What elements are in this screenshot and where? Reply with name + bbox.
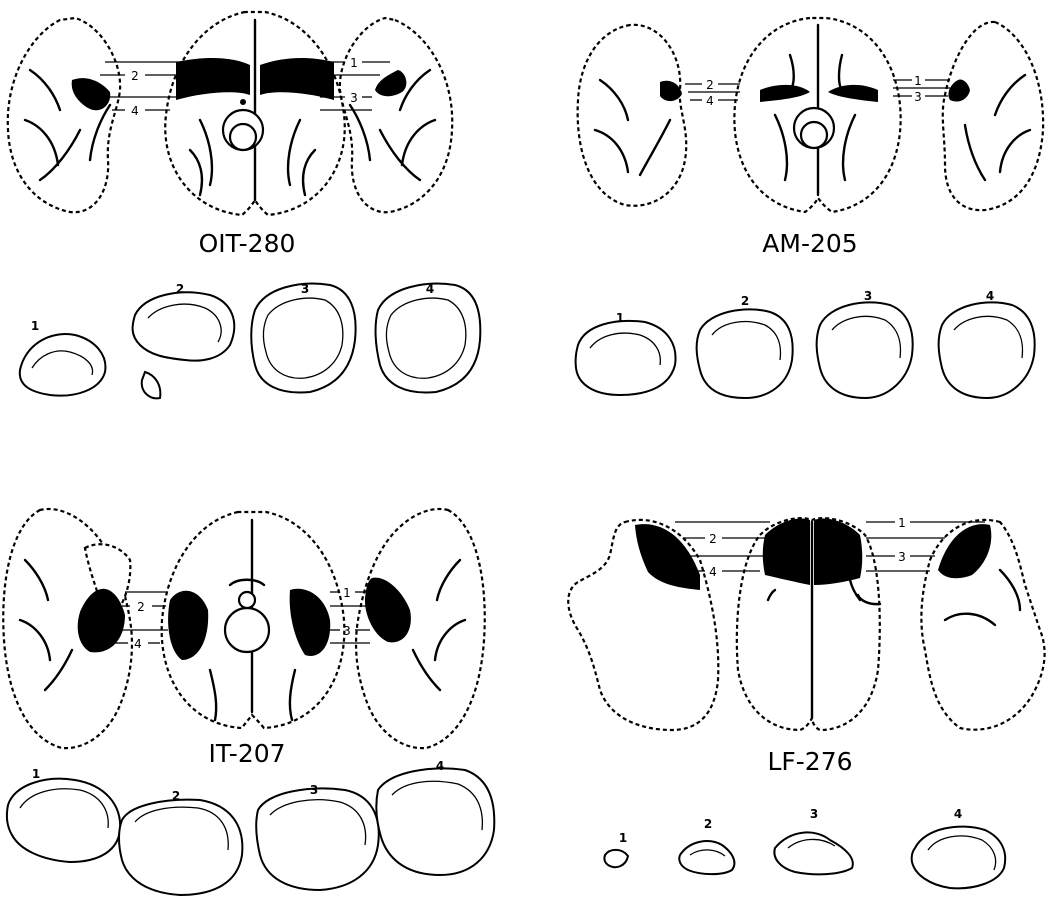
section-number-4: 4: [986, 289, 994, 303]
section-number-4: 4: [436, 759, 444, 773]
panel-oit-280: 2 4 1 3 OIT-280 1 2 3 4: [8, 12, 481, 398]
level-number-3: 3: [914, 90, 922, 104]
level-number-4: 4: [706, 94, 714, 108]
level-number-1: 1: [914, 74, 922, 88]
coronal-sections: [604, 827, 1005, 889]
right-lateral-view: [356, 509, 485, 748]
left-lateral-view: [568, 520, 718, 730]
level-number-1: 1: [350, 56, 358, 70]
section-number-3: 3: [810, 807, 818, 821]
level-number-1: 1: [343, 586, 351, 600]
section-number-1: 1: [616, 311, 624, 325]
section-number-3: 3: [864, 289, 872, 303]
case-label: AM-205: [762, 229, 857, 258]
ventral-view: [162, 512, 345, 728]
section-number-3: 3: [310, 783, 318, 797]
level-number-2: 2: [137, 600, 145, 614]
section-number-1: 1: [31, 319, 39, 333]
ventral-view: [734, 18, 900, 212]
left-lateral-view: [8, 18, 120, 212]
level-number-4: 4: [709, 565, 717, 579]
level-number-4: 4: [131, 104, 139, 118]
panel-it-207: 2 4 1 3 IT-207 1 2 3 4: [3, 509, 494, 895]
section-number-2: 2: [704, 817, 712, 831]
section-number-4: 4: [954, 807, 962, 821]
coronal-sections: [7, 768, 494, 895]
section-number-2: 2: [741, 294, 749, 308]
level-number-4: 4: [134, 637, 142, 651]
ventral-view: [165, 12, 345, 215]
section-number-4: 4: [426, 282, 434, 296]
ventral-view: [737, 518, 880, 730]
level-number-3: 3: [898, 550, 906, 564]
panel-lf-276: 2 4 1 3 LF-276 1 2 3 4: [568, 516, 1044, 888]
level-number-2: 2: [709, 532, 717, 546]
section-number-1: 1: [619, 831, 627, 845]
case-label: OIT-280: [199, 229, 296, 258]
brainstem: [225, 608, 269, 652]
level-number-3: 3: [343, 624, 351, 638]
left-lateral-view: [578, 25, 687, 206]
coronal-sections: [20, 284, 481, 399]
case-label: IT-207: [208, 739, 285, 768]
section-number-1: 1: [32, 767, 40, 781]
coronal-sections: [576, 302, 1035, 398]
right-lateral-view: [943, 22, 1043, 210]
level-number-2: 2: [706, 78, 714, 92]
level-number-1: 1: [898, 516, 906, 530]
right-lateral-view: [921, 520, 1044, 730]
section-number-2: 2: [176, 282, 184, 296]
case-label: LF-276: [767, 747, 852, 776]
right-lateral-view: [340, 18, 452, 212]
panel-am-205: 2 4 1 3 AM-205 1 2 3 4: [576, 18, 1044, 398]
level-number-2: 2: [131, 69, 139, 83]
left-lateral-view: [3, 509, 132, 748]
section-number-3: 3: [301, 282, 309, 296]
section-number-2: 2: [172, 789, 180, 803]
level-number-3: 3: [350, 91, 358, 105]
